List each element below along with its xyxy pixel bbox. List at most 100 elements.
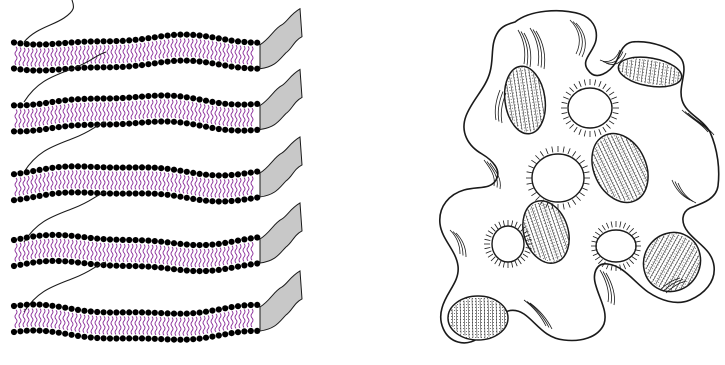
lipid-tail xyxy=(215,42,217,60)
lipid-head xyxy=(139,36,145,42)
lipid-tail xyxy=(239,46,241,64)
lipid-head xyxy=(11,329,17,335)
lipid-tail xyxy=(67,47,69,65)
lipid-head xyxy=(113,165,119,171)
lipid-head xyxy=(37,328,43,334)
lipid-tail xyxy=(63,239,65,257)
lipid-head xyxy=(158,310,164,316)
lipid-head xyxy=(165,310,171,316)
lipid-tail xyxy=(163,246,165,264)
lipid-tail xyxy=(251,309,253,327)
lipid-tail xyxy=(147,100,149,118)
lipid-tail xyxy=(123,316,125,334)
lipid-head xyxy=(190,95,196,101)
lipid-head xyxy=(158,59,164,65)
lipid-tail xyxy=(23,109,25,127)
lipid-head xyxy=(229,64,235,70)
lipid-tail xyxy=(35,240,37,258)
lipid-tail xyxy=(171,318,173,336)
lipid-tail xyxy=(227,108,229,126)
lipid-head xyxy=(209,34,215,40)
lipid-head xyxy=(222,62,228,68)
lipid-tail xyxy=(171,173,173,191)
lipid-head xyxy=(184,241,190,247)
lipid-tail xyxy=(235,245,237,263)
lipid-tail xyxy=(139,101,141,119)
lipid-head xyxy=(75,96,81,102)
lipid-head xyxy=(30,259,36,265)
lipid-tail xyxy=(211,315,213,333)
lipid-tail xyxy=(127,45,129,63)
lipid-tail xyxy=(199,40,201,58)
lipid-tail xyxy=(203,178,205,196)
lipid-tail xyxy=(119,244,121,262)
lipid-head xyxy=(75,259,81,265)
lipid-head xyxy=(30,233,36,239)
lipid-head xyxy=(165,59,171,65)
lipid-head xyxy=(203,242,209,248)
lipid-tail xyxy=(31,241,33,259)
lipid-head xyxy=(197,268,203,274)
lipid-tail xyxy=(139,316,141,334)
lipid-tail xyxy=(191,249,193,267)
lipid-tail xyxy=(15,47,17,65)
lipid-head xyxy=(165,92,171,98)
lipid-head xyxy=(43,258,49,264)
lipid-head xyxy=(126,121,132,127)
lipid-head xyxy=(88,334,94,340)
lipid-tail xyxy=(119,316,121,334)
lipid-tail xyxy=(87,103,89,121)
lipid-head xyxy=(203,124,209,130)
lipid-head xyxy=(216,267,222,273)
lipid-tail xyxy=(75,46,77,64)
lipid-head xyxy=(216,61,222,67)
lipid-tail xyxy=(147,245,149,263)
lipid-head xyxy=(241,262,247,268)
lipid-tail xyxy=(219,43,221,61)
lipid-head xyxy=(197,96,203,102)
lipid-head xyxy=(17,262,23,268)
lipid-tail xyxy=(163,40,165,58)
lipid-head xyxy=(126,95,132,101)
lipid-tail xyxy=(115,316,117,334)
lipid-head xyxy=(11,171,17,177)
lipid-head xyxy=(94,38,100,44)
lipid-tail xyxy=(99,243,101,261)
lipid-head xyxy=(43,302,49,308)
lipid-head xyxy=(17,128,23,134)
lipid-head xyxy=(184,337,190,343)
lipid-head xyxy=(248,328,254,334)
lipid-tail xyxy=(191,317,193,335)
lipid-tail xyxy=(163,317,165,335)
lipid-tail xyxy=(211,41,213,59)
lipid-tail xyxy=(143,244,145,262)
lipid-tail xyxy=(119,172,121,190)
lipid-tail xyxy=(79,170,81,188)
lipid-head xyxy=(248,127,254,133)
lipid-tail xyxy=(175,174,177,192)
lipid-head xyxy=(177,194,183,200)
lipid-head xyxy=(37,41,43,47)
lipid-tail xyxy=(103,103,105,121)
lipid-head xyxy=(254,234,260,240)
lipid-head xyxy=(222,305,228,311)
lipid-head xyxy=(56,304,62,310)
lipid-tail xyxy=(155,245,157,263)
lipid-head xyxy=(56,190,62,196)
lipid-tail xyxy=(151,42,153,60)
lipid-tail xyxy=(135,316,137,334)
lipid-tail xyxy=(23,177,25,195)
lipid-head xyxy=(88,64,94,70)
lipid-tail xyxy=(47,309,49,327)
lipid-tail xyxy=(215,179,217,197)
lipid-head xyxy=(165,192,171,198)
lipid-head xyxy=(184,94,190,100)
lipid-tail xyxy=(199,317,201,335)
lipid-tail xyxy=(199,249,201,267)
lipid-head xyxy=(152,191,158,197)
lamellar-phase-panel xyxy=(0,0,320,365)
lipid-head xyxy=(152,238,158,244)
lipid-tail xyxy=(23,242,25,260)
lipid-head xyxy=(107,309,113,315)
lipid-tail xyxy=(167,100,169,118)
